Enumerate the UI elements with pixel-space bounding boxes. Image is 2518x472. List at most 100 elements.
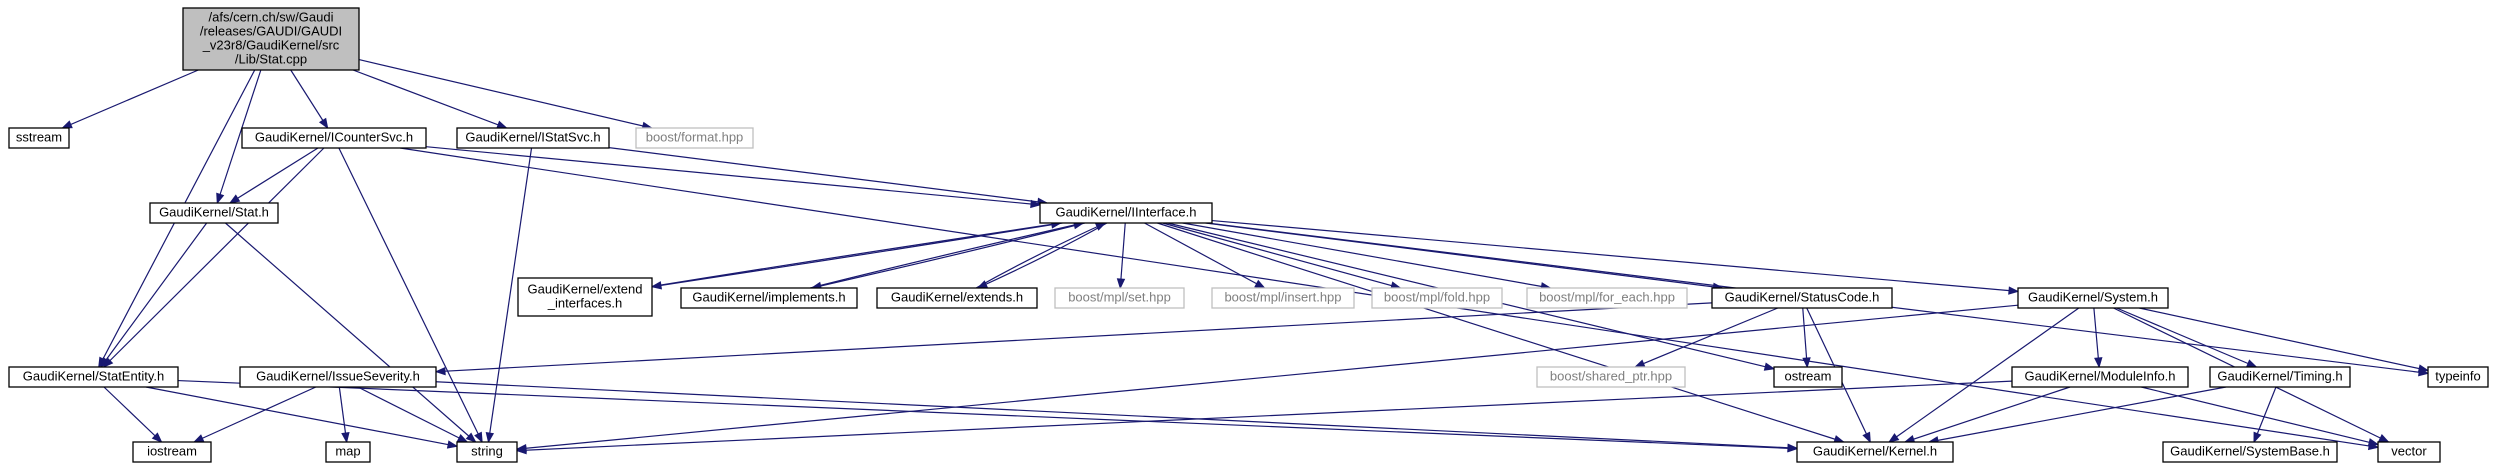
node-ostream[interactable]: ostream: [1773, 366, 1843, 388]
arrowhead: [2253, 431, 2262, 444]
node-map[interactable]: map: [325, 441, 371, 463]
edge-system-to-string: [516, 304, 2019, 450]
node-label: GaudiKernel/Kernel.h: [1813, 444, 1937, 459]
arrowhead: [1763, 362, 1776, 371]
node-iostream[interactable]: iostream: [132, 441, 212, 463]
edge-moduleinfo-to-vector: [2141, 386, 2379, 446]
node-mpl-set[interactable]: boost/mpl/set.hpp: [1054, 287, 1185, 309]
node-istatsvc[interactable]: GaudiKernel/IStatSvc.h: [456, 127, 610, 149]
arrowhead: [485, 431, 495, 444]
node-label: _v23r8/GaudiKernel/src: [202, 38, 340, 53]
node-statuscode[interactable]: GaudiKernel/StatusCode.h: [1711, 287, 1893, 309]
node-kernel[interactable]: GaudiKernel/Kernel.h: [1796, 441, 1954, 463]
arrowhead: [2367, 438, 2380, 447]
node-timing[interactable]: GaudiKernel/Timing.h: [2209, 366, 2351, 388]
node-label: GaudiKernel/ModuleInfo.h: [2024, 369, 2175, 384]
node-issueseverity[interactable]: GaudiKernel/IssueSeverity.h: [239, 366, 437, 388]
node-extend-interfaces[interactable]: GaudiKernel/extend_interfaces.h: [517, 277, 653, 317]
arrowhead: [102, 357, 114, 368]
node-systembase[interactable]: GaudiKernel/SystemBase.h: [2162, 441, 2338, 463]
arrowhead: [1787, 443, 1799, 452]
edge-stat-h-to-statentity: [100, 222, 208, 368]
node-system[interactable]: GaudiKernel/System.h: [2017, 287, 2169, 309]
node-mpl-fold[interactable]: boost/mpl/fold.hpp: [1371, 287, 1503, 309]
arrowhead: [2417, 364, 2430, 373]
node-root[interactable]: /afs/cern.ch/sw/Gaudi/releases/GAUDI/GAU…: [182, 7, 360, 71]
nodes-layer: /afs/cern.ch/sw/Gaudi/releases/GAUDI/GAU…: [8, 7, 2489, 463]
arrowhead: [216, 192, 225, 205]
node-box: [8, 127, 70, 149]
node-shared-ptr[interactable]: boost/shared_ptr.hpp: [1536, 366, 1686, 388]
edge-icountersvc-to-string: [338, 147, 483, 443]
node-box: [2427, 366, 2489, 388]
node-moduleinfo[interactable]: GaudiKernel/ModuleInfo.h: [2011, 366, 2189, 388]
node-stat-h[interactable]: GaudiKernel/Stat.h: [149, 202, 279, 224]
node-label: _interfaces.h: [547, 296, 622, 311]
arrowhead: [151, 432, 163, 443]
node-label: typeinfo: [2435, 369, 2481, 384]
node-label: GaudiKernel/Timing.h: [2217, 369, 2342, 384]
node-box: [239, 366, 437, 388]
edge-moduleinfo-to-kernel: [1904, 386, 2071, 443]
node-string[interactable]: string: [456, 441, 518, 463]
node-box: [680, 287, 858, 309]
edge-istatsvc-to-string: [487, 147, 533, 443]
node-box: [1773, 366, 1843, 388]
node-label: GaudiKernel/Stat.h: [159, 205, 269, 220]
node-mpl-insert[interactable]: boost/mpl/insert.hpp: [1211, 287, 1355, 309]
arrowhead: [1862, 431, 1871, 444]
node-iinterface[interactable]: GaudiKernel/IInterface.h: [1039, 202, 1213, 224]
edge-extends-to-iinterface: [975, 222, 1106, 289]
edge-iinterface-to-kernel: [1157, 222, 1844, 443]
edge-iinterface-to-mpl-insert: [1144, 222, 1265, 289]
arrowhead: [1802, 357, 1811, 369]
edge-root-to-sstream: [62, 69, 199, 129]
arrowhead: [515, 445, 527, 455]
node-mpl-for-each[interactable]: boost/mpl/for_each.hpp: [1526, 287, 1688, 309]
node-statentity[interactable]: GaudiKernel/StatEntity.h: [8, 366, 179, 388]
node-label: GaudiKernel/StatusCode.h: [1725, 290, 1880, 305]
node-icountersvc[interactable]: GaudiKernel/ICounterSvc.h: [241, 127, 427, 149]
node-implements[interactable]: GaudiKernel/implements.h: [680, 287, 858, 309]
edge-iinterface-to-system: [1211, 219, 2019, 293]
edge-issueseverity-to-iostream: [193, 386, 317, 443]
node-label: boost/mpl/for_each.hpp: [1539, 290, 1675, 305]
node-box: [456, 127, 610, 149]
edge-statentity-to-kernel: [177, 379, 1798, 450]
node-box: [2162, 441, 2338, 463]
node-label: sstream: [16, 130, 62, 145]
node-sstream[interactable]: sstream: [8, 127, 70, 149]
node-label: GaudiKernel/SystemBase.h: [2170, 444, 2330, 459]
node-typeinfo[interactable]: typeinfo: [2427, 366, 2489, 388]
arrowhead: [192, 434, 205, 443]
edge-stat-h-to-string: [225, 222, 476, 443]
node-label: GaudiKernel/IStatSvc.h: [465, 130, 600, 145]
node-boost-format[interactable]: boost/format.hpp: [635, 127, 754, 149]
node-box: [1371, 287, 1503, 309]
edge-extend-interfaces-to-iinterface: [651, 222, 1061, 288]
edge-root-to-stat-h: [216, 69, 262, 204]
edge-icountersvc-to-statentity: [103, 147, 325, 368]
node-box: [1039, 202, 1213, 224]
edge-issueseverity-to-string: [357, 386, 468, 443]
node-label: GaudiKernel/implements.h: [692, 290, 845, 305]
node-box: [1536, 366, 1686, 388]
node-box: [456, 441, 518, 463]
edge-moduleinfo-to-string: [516, 380, 2013, 452]
node-box: [1526, 287, 1688, 309]
node-label: boost/format.hpp: [646, 130, 744, 145]
arrowhead: [1888, 433, 1900, 443]
node-vector[interactable]: vector: [2377, 441, 2441, 463]
node-box: [1711, 287, 1893, 309]
arrowhead: [2008, 286, 2020, 295]
arrowhead: [1116, 278, 1126, 290]
node-label: GaudiKernel/StatEntity.h: [23, 369, 164, 384]
node-label: boost/shared_ptr.hpp: [1550, 369, 1672, 384]
edge-system-to-kernel: [1888, 307, 2080, 443]
node-extends[interactable]: GaudiKernel/extends.h: [876, 287, 1038, 309]
node-box: [2377, 441, 2441, 463]
node-box: [325, 441, 371, 463]
node-box: [132, 441, 212, 463]
arrowhead: [1254, 279, 1266, 289]
node-box: [635, 127, 754, 149]
